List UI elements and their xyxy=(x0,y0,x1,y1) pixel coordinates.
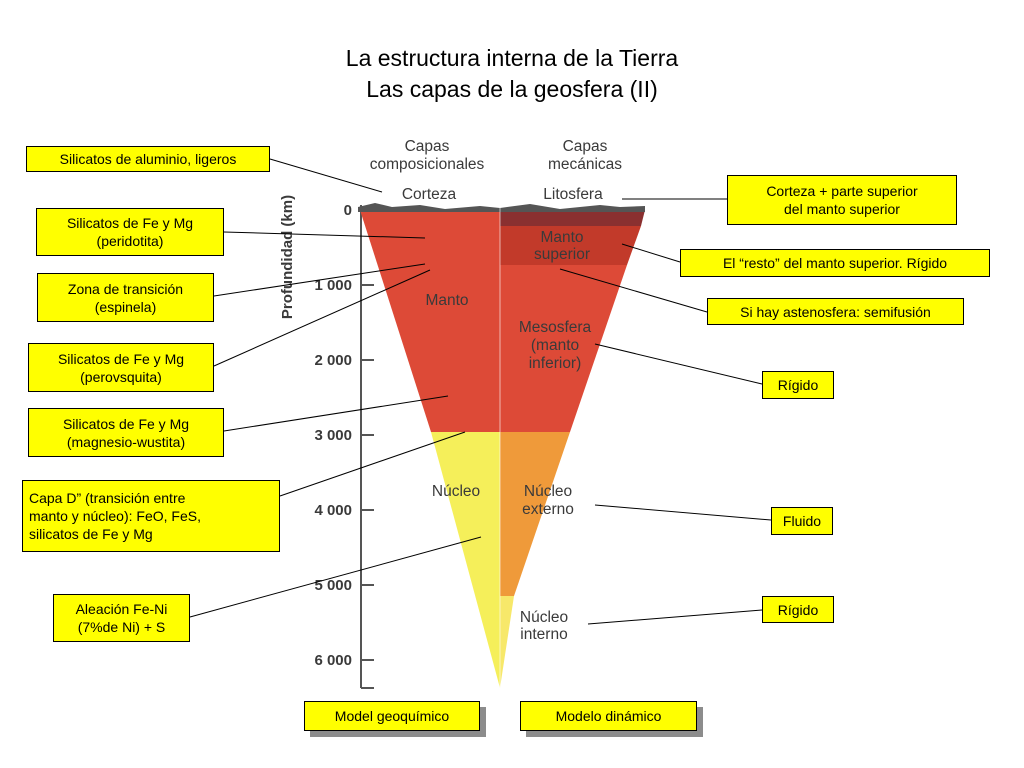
label-corteza: Corteza xyxy=(402,186,457,203)
label-nucleo: Núcleo xyxy=(432,483,480,500)
tick-label-5000: 5 000 xyxy=(314,577,352,594)
header-mec-1: Capas xyxy=(563,138,608,155)
label-nucleo-int-1: Núcleo xyxy=(520,609,568,626)
label-mesosfera-2: (manto xyxy=(531,337,579,354)
label-text: Silicatos de Fe y Mg xyxy=(57,350,185,367)
label-box-rigido-mesosfera: Rígido xyxy=(762,371,834,399)
label-nucleo-ext-2: externo xyxy=(522,501,574,518)
label-litosfera: Litosfera xyxy=(543,186,603,203)
label-text: El “resto” del manto superior. Rígido xyxy=(722,255,948,271)
label-box-fluido: Fluido xyxy=(771,507,833,535)
leader-aleacion xyxy=(189,536,482,618)
label-text: Capa D” (transición entre xyxy=(29,490,186,506)
label-text: silicatos de Fe y Mg xyxy=(29,526,153,542)
label-text: (espinela) xyxy=(94,298,157,315)
label-box-magnesio-wustita: Silicatos de Fe y Mg(magnesio-wustita) xyxy=(28,408,224,457)
modelo-dinamico-button[interactable]: Modelo dinámico xyxy=(520,701,697,731)
label-text: del manto superior xyxy=(784,201,900,217)
label-text: Fluido xyxy=(782,513,822,529)
axis-label: Profundidad (km) xyxy=(279,195,296,319)
leader-rigido-2 xyxy=(587,609,763,625)
manto-superior-region xyxy=(500,226,641,265)
leader-silicatos-al xyxy=(269,158,383,193)
label-box-corteza-superior: Corteza + parte superior del manto superi… xyxy=(727,175,957,225)
crust-surface xyxy=(358,203,645,212)
label-box-astenosfera: Si hay astenosfera: semifusión xyxy=(707,298,964,325)
label-text: (peridotita) xyxy=(96,233,164,249)
leader-rigido-1 xyxy=(594,343,763,385)
label-nucleo-int-2: interno xyxy=(520,626,567,643)
leader-resto-manto xyxy=(621,243,681,263)
leader-fluido xyxy=(594,504,772,521)
label-box-rigido-nucleo: Rígido xyxy=(762,596,834,623)
tick-label-1000: 1 000 xyxy=(314,277,352,294)
label-mesosfera-3: inferior) xyxy=(529,355,582,372)
tick-label-0: 0 xyxy=(344,202,352,219)
title-line-1: La estructura interna de la Tierra xyxy=(345,45,679,71)
label-box-aleacion: Aleación Fe-Ni (7%de Ni) + S xyxy=(53,594,190,642)
label-text: (perovsquita) xyxy=(80,368,162,385)
leader-astenosfera xyxy=(559,268,708,313)
litosfera-region xyxy=(500,210,645,226)
tick-label-6000: 6 000 xyxy=(314,652,352,669)
label-text: Rígido xyxy=(777,601,819,618)
label-box-espinela: Zona de transición(espinela) xyxy=(37,273,214,322)
tick-label-3000: 3 000 xyxy=(314,427,352,444)
label-box-peridotita: Silicatos de Fe y Mg (peridotita) xyxy=(36,208,224,256)
nucleo-externo-region xyxy=(500,432,570,596)
model-geoquimico-button[interactable]: Model geoquímico xyxy=(304,701,480,731)
label-text: Aleación Fe-Ni xyxy=(75,601,168,617)
label-nucleo-ext-1: Núcleo xyxy=(524,483,572,500)
label-text: Silicatos de aluminio, ligeros xyxy=(59,151,237,167)
label-box-perovsquita: Silicatos de Fe y Mg(perovsquita) xyxy=(28,343,214,392)
label-text: (magnesio-wustita) xyxy=(66,433,186,450)
button-label: Modelo dinámico xyxy=(555,708,662,724)
leader-perovsquita xyxy=(213,269,431,367)
title-line-2: Las capas de la geosfera (II) xyxy=(366,76,658,102)
label-box-silicatos-aluminio: Silicatos de aluminio, ligeros xyxy=(26,146,270,172)
label-manto-sup-1: Manto xyxy=(540,229,583,246)
button-label: Model geoquímico xyxy=(334,708,450,724)
label-text: Si hay astenosfera: semifusión xyxy=(740,303,931,320)
mesosfera-region xyxy=(500,265,627,432)
manto-region xyxy=(360,210,500,432)
label-text: Silicatos de Fe y Mg xyxy=(62,415,190,432)
label-box-resto-manto: El “resto” del manto superior. Rígido xyxy=(680,249,990,277)
tick-label-2000: 2 000 xyxy=(314,352,352,369)
header-mec-2: mecánicas xyxy=(548,156,622,173)
leader-espinela xyxy=(213,263,426,297)
label-text: Zona de transición xyxy=(67,280,184,297)
nucleo-interno-region xyxy=(500,596,514,688)
label-box-capa-d: Capa D” (transición entre manto y núcleo)… xyxy=(22,480,280,552)
label-text: manto y núcleo): FeO, FeS, xyxy=(29,508,201,524)
leader-magnesio xyxy=(223,395,449,432)
label-text: Rígido xyxy=(777,377,819,393)
nucleo-region xyxy=(431,432,500,688)
header-comp-1: Capas xyxy=(405,138,450,155)
label-manto: Manto xyxy=(425,292,468,309)
header-comp-2: composicionales xyxy=(370,156,485,173)
leader-lines xyxy=(189,158,772,625)
leader-capa-d xyxy=(279,431,466,497)
label-text: (7%de Ni) + S xyxy=(77,619,166,635)
leader-peridotita xyxy=(223,231,426,239)
label-mesosfera-1: Mesosfera xyxy=(519,319,592,336)
label-text: Silicatos de Fe y Mg xyxy=(66,215,194,231)
label-manto-sup-2: superior xyxy=(534,246,590,263)
depth-ticks xyxy=(361,209,374,689)
label-text: Corteza + parte superior xyxy=(766,183,918,199)
tick-label-4000: 4 000 xyxy=(314,502,352,519)
